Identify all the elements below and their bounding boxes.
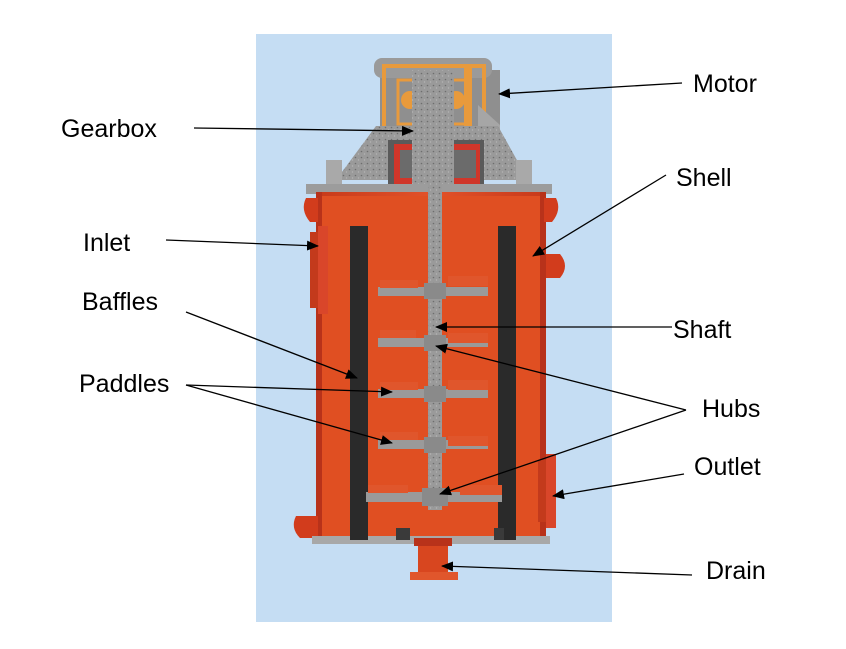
label-inlet: Inlet	[83, 229, 130, 257]
leader-outlet	[552, 473, 685, 500]
label-drain: Drain	[706, 557, 766, 585]
leader-drain	[441, 561, 693, 576]
label-baffles: Baffles	[82, 288, 158, 316]
leader-hubs-2	[439, 409, 687, 496]
leader-motor	[498, 82, 683, 99]
leader-shell	[532, 174, 667, 257]
leader-hubs-1	[435, 343, 687, 411]
gearbox-housing	[326, 70, 532, 190]
label-outlet: Outlet	[694, 453, 761, 481]
baffle-left	[350, 226, 368, 540]
leader-gearbox	[193, 125, 414, 136]
paddle-set	[366, 276, 502, 506]
inlet-nozzle	[310, 226, 328, 314]
foot-left	[396, 528, 410, 540]
label-paddles: Paddles	[79, 370, 169, 398]
leader-inlet	[165, 239, 319, 251]
label-hubs: Hubs	[702, 395, 760, 423]
outlet-nozzle	[538, 454, 556, 528]
leader-baffles	[185, 311, 358, 379]
foot-right	[494, 528, 504, 540]
label-shell: Shell	[676, 164, 732, 192]
leader-paddles-2	[185, 384, 393, 445]
label-shaft: Shaft	[673, 316, 731, 344]
label-gearbox: Gearbox	[61, 115, 157, 143]
leader-lines	[165, 82, 693, 576]
baffle-right	[498, 226, 516, 540]
label-motor: Motor	[693, 70, 757, 98]
leader-paddles-1	[185, 384, 393, 397]
